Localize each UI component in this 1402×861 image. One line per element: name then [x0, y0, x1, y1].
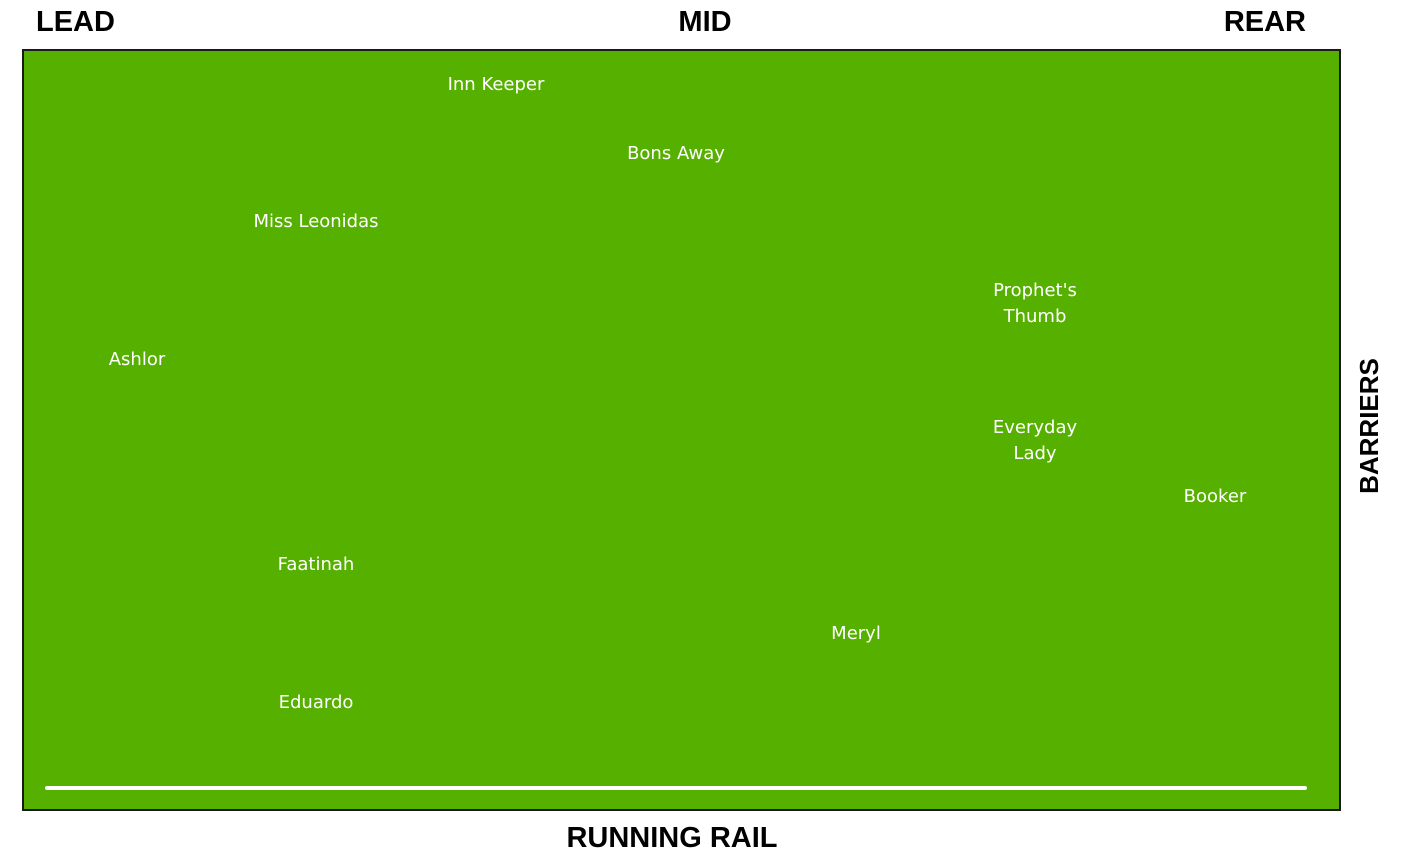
horse-miss-leonidas: Miss Leonidas — [253, 211, 379, 232]
horse-inn-keeper: Inn Keeper — [447, 74, 545, 95]
horse-bons-away: Bons Away — [627, 143, 725, 164]
horse-meryl: Meryl — [831, 623, 881, 644]
running-rail-line — [45, 786, 1307, 790]
horse-eduardo: Eduardo — [278, 692, 354, 713]
rear-label: REAR — [1223, 6, 1306, 38]
lead-label: LEAD — [36, 6, 115, 38]
horse-ashlor: Ashlor — [108, 349, 166, 370]
running-rail-label: RUNNING RAIL — [566, 822, 778, 854]
horse-prophets-thumb: Prophet's Thumb — [993, 280, 1077, 327]
track-field — [22, 49, 1341, 811]
horse-everyday-lady: Everyday Lady — [992, 417, 1078, 464]
horse-booker: Booker — [1183, 486, 1247, 507]
barriers-label: BARRIERS — [1354, 358, 1384, 494]
mid-label: MID — [678, 6, 732, 38]
horse-faatinah: Faatinah — [277, 554, 355, 575]
